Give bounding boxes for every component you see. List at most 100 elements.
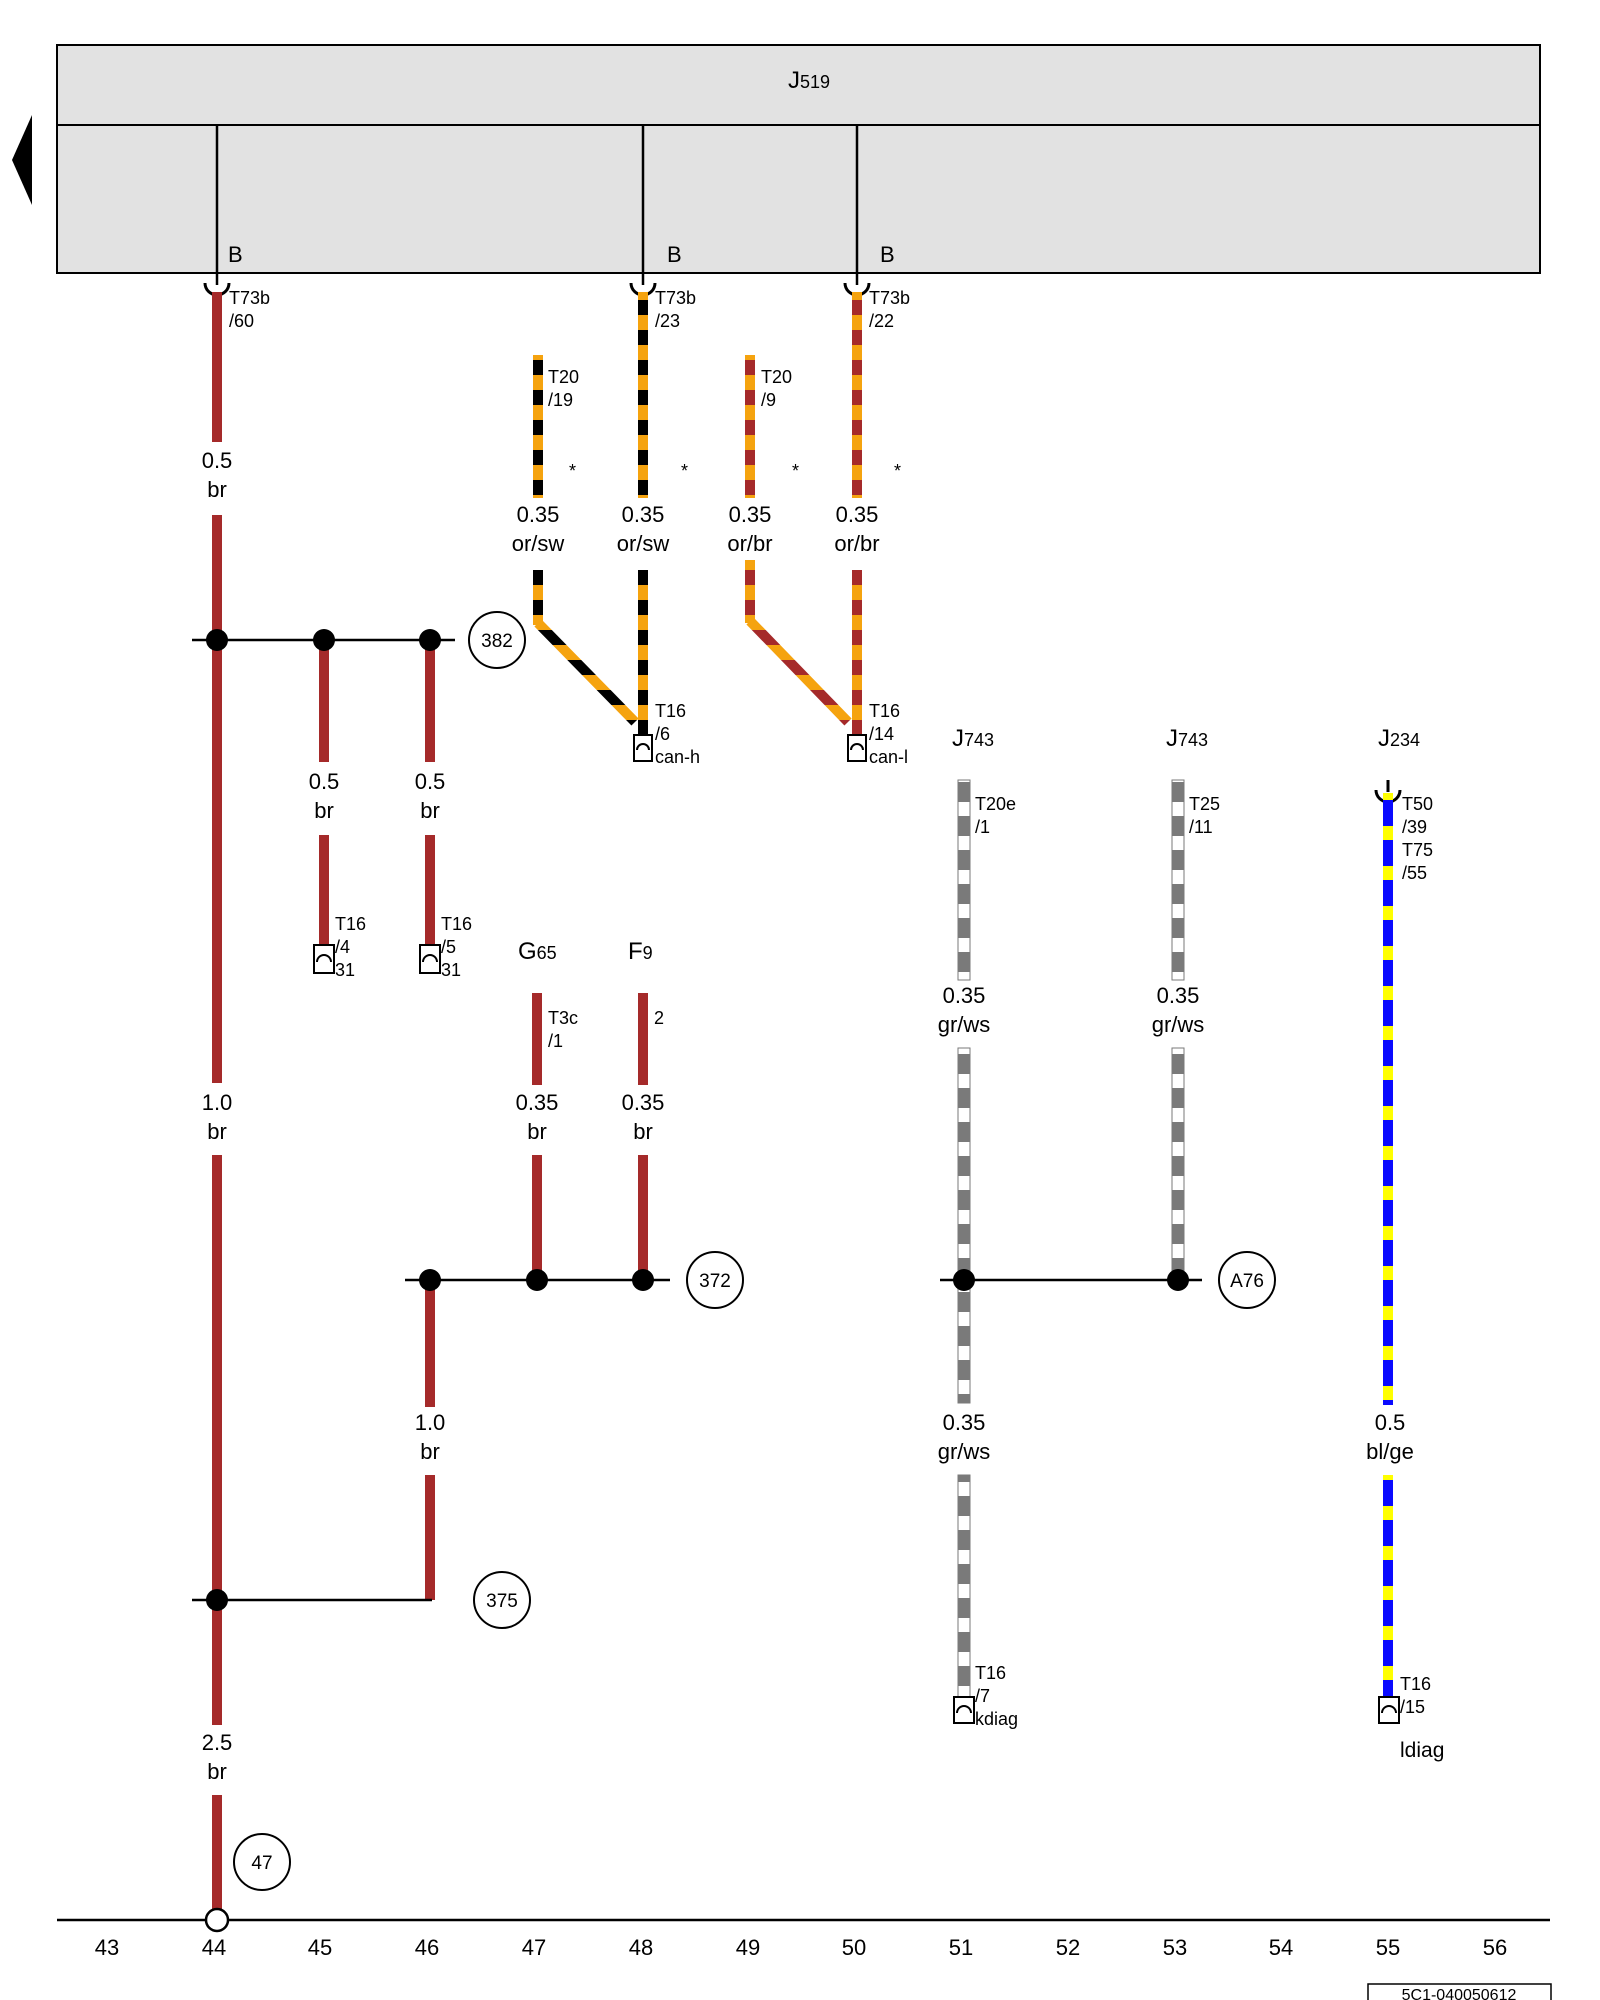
axis-number: 44 [202,1935,226,1960]
diag-connector-id: T16 [869,701,900,721]
diag-connector-pin: /7 [975,1686,990,1706]
svg-text:T25: T25 [1189,794,1220,814]
component-j234: J234 T50 /39 T75 /55 [1378,725,1433,883]
wire-segment [1171,1047,1185,1281]
wire-segment [745,355,755,498]
component-g65: G65 T3c /1 [518,938,578,1051]
diag-connector-pin: /5 [441,937,456,957]
wire-color: gr/ws [938,1439,991,1464]
junction-label-a76: A76 [1230,1271,1264,1292]
axis-number: 47 [522,1935,546,1960]
asterisk: * [569,461,576,481]
wire-segment [425,640,435,762]
branch-label-b2: B [667,242,682,267]
wire-segment [533,570,543,625]
connector-id: T73b [655,288,696,308]
wire-segment [534,619,639,726]
wire-segment [212,1795,222,1910]
wire-segment [425,1280,435,1407]
wire-color: br [420,1439,440,1464]
svg-text:T50: T50 [1402,794,1433,814]
wire-segment [319,835,329,945]
wire-size: 2.5 [202,1730,233,1755]
svg-text:2: 2 [654,1008,664,1028]
diag-socket-6: T16 /6 can-h [633,701,700,767]
junction-reference-circles: 382 372 375 A76 47 [233,611,1276,1891]
axis-number: 53 [1163,1935,1187,1960]
connector-pin: /19 [548,390,573,410]
svg-text:J743: J743 [952,725,994,752]
connector-id: T20 [761,367,792,387]
wire-color: br [633,1119,653,1144]
diag-socket-15: T16 /15 [1378,1674,1431,1724]
wire-color: or/sw [512,531,565,556]
connector-id: T73b [229,288,270,308]
diag-signal: can-h [655,747,700,767]
wire-color: bl/ge [1366,1439,1414,1464]
diag-connector-id: T16 [1400,1674,1431,1694]
wire-size: 0.35 [943,1410,986,1435]
wire-segment [425,1475,435,1600]
wire-segment [746,617,852,726]
svg-text:G65: G65 [518,938,557,965]
wire-size: 0.5 [309,769,340,794]
branch-label-b3: B [880,242,895,267]
junction-label-372: 372 [699,1271,731,1292]
svg-text:T3c: T3c [548,1008,578,1028]
wire-segment [852,292,862,498]
wire-color: br [207,1119,227,1144]
svg-text:5C1-040050612: 5C1-040050612 [1402,1987,1517,2000]
connector-pin: /60 [229,311,254,331]
asterisk: * [792,461,799,481]
junction-label-375: 375 [486,1591,518,1612]
svg-text:J234: J234 [1378,725,1420,752]
axis-number: 50 [842,1935,866,1960]
wires [212,292,1393,1910]
wire-color: gr/ws [938,1012,991,1037]
svg-text:T75: T75 [1402,840,1433,860]
svg-text:/39: /39 [1402,817,1427,837]
component-j743-1: J743 T20e /1 [952,725,1016,837]
svg-text:/11: /11 [1189,817,1213,837]
wire-color: or/br [834,531,879,556]
junction-label-382: 382 [481,631,513,652]
wire-color: or/sw [617,531,670,556]
wire-segment [638,292,648,498]
svg-text:/1: /1 [548,1031,563,1051]
axis-number: 48 [629,1935,653,1960]
connector-symbols-top [203,282,1402,804]
connector-id: T73b [869,288,910,308]
diag-connector-id: T16 [335,914,366,934]
wire-size: 0.5 [1375,1410,1406,1435]
bus-lines [57,638,1550,1922]
diag-socket-7: T16 /7 kdiag [953,1663,1018,1729]
asterisk: * [681,461,688,481]
wire-segment [852,570,862,735]
axis-number: 46 [415,1935,439,1960]
diag-connector-pin: /4 [335,937,350,957]
wire-segment [957,779,971,981]
wire-color: gr/ws [1152,1012,1205,1037]
wire-segment [425,835,435,945]
svg-text:J743: J743 [1166,725,1208,752]
wire-size: 0.35 [517,502,560,527]
wire-segment [638,1155,648,1280]
wire-size: 1.0 [415,1410,446,1435]
wire-segment [1383,1475,1393,1703]
previous-page-arrow-icon[interactable] [12,115,32,205]
component-j743-2: J743 T25 /11 [1166,725,1220,837]
connector-pin: /23 [655,311,680,331]
axis-number: 54 [1269,1935,1293,1960]
diag-connector-pin: /14 [869,724,894,744]
wire-size: 1.0 [202,1090,233,1115]
diag-signal: 31 [441,960,461,980]
axis-number: 56 [1483,1935,1507,1960]
axis-number: 52 [1056,1935,1080,1960]
wire-segment [638,993,648,1085]
axis-number: 49 [736,1935,760,1960]
diag-socket-5: T16 /5 31 [419,914,472,980]
bottom-axis: 43 44 45 46 47 48 49 50 51 52 53 54 55 5… [95,1935,1507,1960]
wire-segment [957,1047,971,1404]
wire-size: 0.35 [836,502,879,527]
